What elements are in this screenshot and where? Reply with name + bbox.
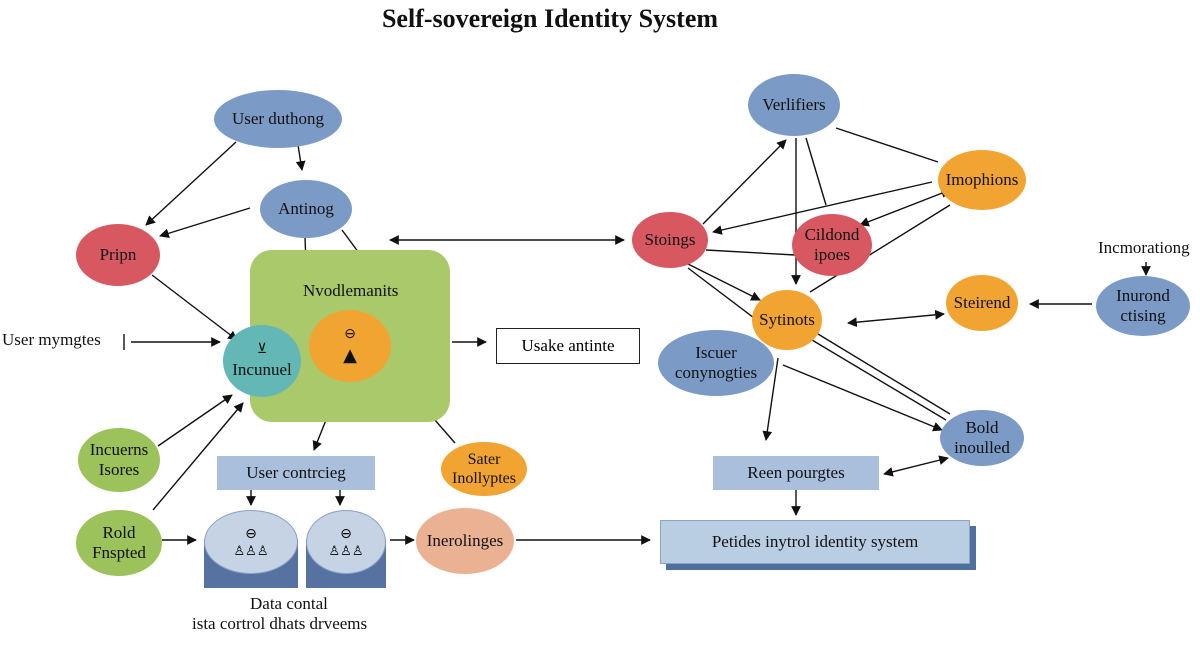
node-label: Incunuel (232, 359, 292, 379)
node-label-line1: Inurond (1116, 285, 1170, 305)
node-label: Sytinots (759, 309, 815, 329)
node-sater-inollyptes[interactable]: Sater Inollyptes (441, 442, 527, 496)
clock-icon: ⊖ (340, 525, 352, 542)
arrow-incuerns-to-incunuel (157, 394, 233, 447)
node-pripn[interactable]: Pripn (76, 224, 160, 286)
node-stoings[interactable]: Stoings (632, 212, 708, 268)
arrow-sytinots-steirend (847, 309, 945, 328)
box-label: User contrcieg (246, 463, 346, 482)
node-label: Pripn (99, 244, 137, 264)
user-icon: ▲ (343, 345, 357, 366)
line-verlifiers-to-cildond (805, 137, 827, 206)
node-antinog[interactable]: Antinog (260, 180, 352, 238)
arrow-rold-to-incunuel (152, 402, 244, 511)
node-incuerns-isores[interactable]: Incuerns Isores (78, 428, 160, 492)
node-label-line2: conynogties (674, 363, 758, 382)
node-label: Antinog (278, 198, 334, 218)
arrow-antinog-to-pripn (159, 207, 251, 239)
line-sytinots-to-bold-1 (811, 339, 947, 421)
arrow-user-to-antinog (295, 144, 306, 171)
arrow-pripn-to-incunuel (151, 274, 238, 341)
id-card-icon: ⊻ (256, 340, 268, 357)
node-user-duthong[interactable]: User duthong (214, 90, 342, 148)
node-label: Verlifiers (762, 94, 826, 114)
node-label-line1: Bold (965, 417, 999, 437)
label-ista-control: ista cortrol dhats drveems (192, 614, 368, 633)
line-verlifiers-to-imophions (835, 127, 939, 163)
node-steirend[interactable]: Steirend (946, 275, 1018, 331)
node-label-line1: Iscuer (695, 342, 737, 362)
node-incunuel[interactable]: ⊻ Incunuel (223, 325, 301, 397)
user-contrcieg-box[interactable]: User contrcieg (217, 456, 375, 490)
group-card-2[interactable]: ⊖ ♙♙♙ (306, 510, 386, 574)
line-imophions-to-sytinots (809, 204, 951, 293)
clock-icon: ⊖ (245, 525, 257, 542)
node-verlifiers[interactable]: Verlifiers (748, 74, 840, 136)
node-rold-fnspted[interactable]: Rold Fnspted (76, 510, 162, 576)
node-bold-inoulled[interactable]: Bold inoulled (940, 410, 1024, 466)
arrow-cildond-imophions (859, 188, 951, 227)
node-label-line2: Isores (98, 460, 140, 479)
label-data-contal: Data contal (250, 594, 328, 613)
node-label-line2: ipoes (814, 245, 850, 264)
line-sytinots-to-bold-2 (817, 333, 951, 415)
diagram-title: Self-sovereign Identity System (381, 4, 719, 33)
node-label-line2: Fnspted (92, 543, 146, 562)
node-inurond-ctising[interactable]: Inurond ctising (1096, 276, 1190, 336)
node-label: Stoings (644, 229, 696, 249)
node-label-line2: inoulled (954, 438, 1010, 457)
node-sytinots[interactable]: Sytinots (752, 290, 822, 350)
node-identity-core[interactable]: ⊖ ▲ (309, 310, 391, 382)
node-cildond-ipoes[interactable]: Cildond ipoes (792, 214, 872, 276)
reen-pourgtes-box[interactable]: Reen pourgtes (713, 456, 879, 490)
node-imophions[interactable]: Imophions (938, 150, 1026, 210)
label-incmorationg: Incmorationg (1098, 238, 1190, 257)
arrow-sytinots-down (762, 357, 779, 441)
usake-antinte-box[interactable]: Usake antinte (496, 328, 640, 364)
node-label-line1: Rold (102, 522, 136, 542)
box-label: Usake antinte (521, 336, 615, 355)
node-label: Inerolinges (426, 530, 504, 550)
node-inerolinges[interactable]: Inerolinges (416, 508, 514, 574)
node-label: Imophions (945, 169, 1019, 189)
arrow-sytinots-to-bold (782, 364, 943, 432)
node-label: User duthong (231, 108, 325, 128)
node-label-line1: Incuerns (89, 439, 149, 459)
node-label: Steirend (953, 292, 1011, 312)
arrow-user-to-pripn (145, 141, 237, 226)
arrow-stoings-to-verlifiers (702, 139, 787, 225)
node-label-line1: Sater (467, 450, 501, 468)
group-icon: ♙♙♙ (233, 543, 269, 559)
container-label: Nvodlemanits (303, 281, 399, 300)
node-label-line2: ctising (1120, 306, 1166, 325)
node-label-line2: Inollyptes (452, 470, 516, 487)
node-iscuer-conynogties[interactable]: Iscuer conynogties (658, 330, 774, 396)
box-label: Reen pourgtes (747, 463, 845, 482)
arrow-reen-bold (883, 455, 949, 477)
group-card-1[interactable]: ⊖ ♙♙♙ (204, 510, 298, 574)
line-stoings-to-cildond (705, 249, 796, 256)
box-label: Petides inytrol identity system (711, 532, 919, 551)
node-label-line1: Cildond (804, 224, 860, 244)
label-user-mymgtes: User mymgtes (2, 330, 101, 349)
arrow-stoings-to-sytinots (679, 259, 761, 301)
group-icon: ♙♙♙ (328, 543, 364, 559)
petides-system-box[interactable]: Petides inytrol identity system (660, 520, 970, 564)
clock-icon: ⊖ (344, 326, 356, 342)
